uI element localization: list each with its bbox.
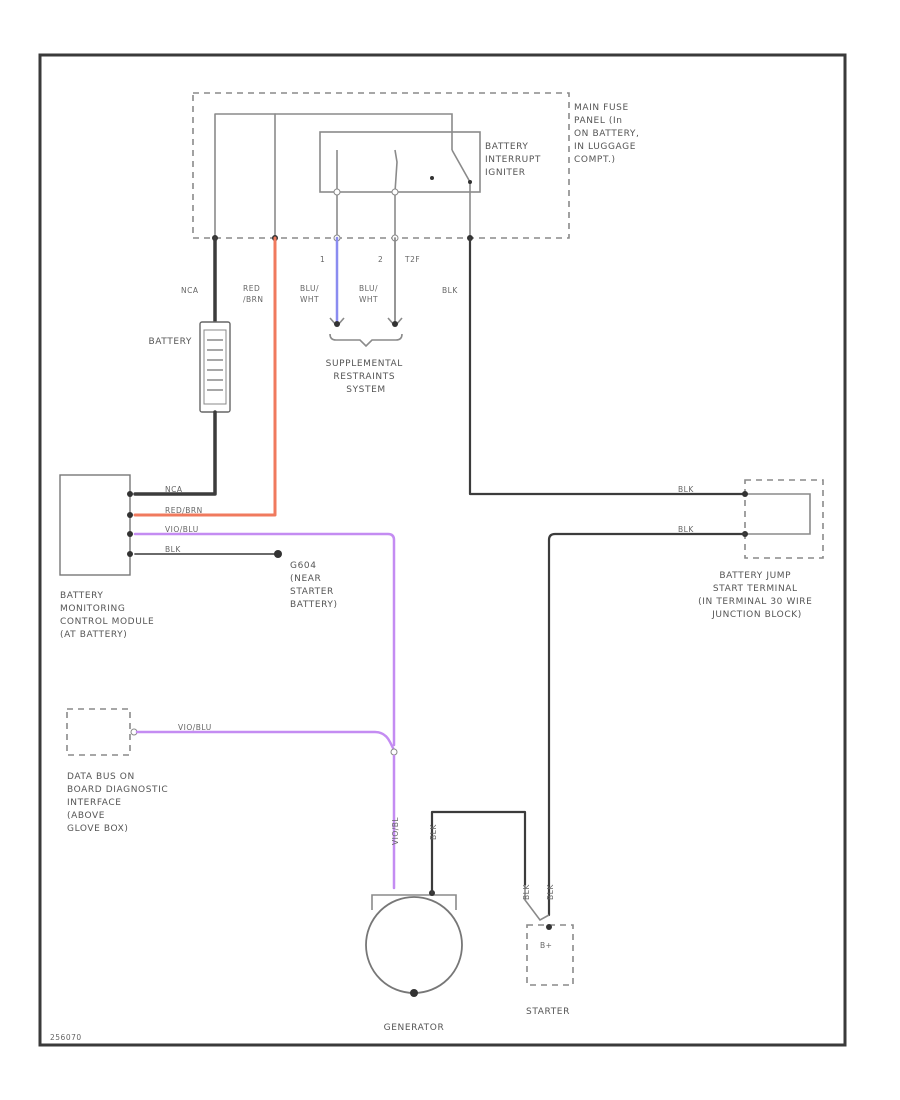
wire-blk-gen-starter (430, 810, 527, 895)
bmcm-redbrn-label: RED/BRN (165, 506, 203, 515)
footer-code: 256070 (50, 1033, 82, 1042)
wire-battery-to-bmcm (133, 410, 217, 496)
generator: GENERATOR (365, 890, 463, 1033)
wire-blu-wht-2-label: BLU/ WHT (359, 284, 381, 304)
bmcm-label: BATTERY MONITORING CONTROL MODULE (AT BA… (60, 591, 158, 640)
battery-monitoring-module: BATTERY MONITORING CONTROL MODULE (AT BA… (59, 474, 158, 640)
wire-blk-main (468, 236, 747, 496)
wire-nca-label: NCA (181, 286, 199, 295)
srs-label: SUPPLEMENTAL RESTRAINTS SYSTEM (326, 359, 407, 395)
data-bus-obd: DATA BUS ON BOARD DIAGNOSTIC INTERFACE (… (66, 708, 172, 834)
starter-blk-1-label: BLK (522, 884, 531, 900)
jump-blk-2-label: BLK (678, 525, 694, 534)
data-bus-label: DATA BUS ON BOARD DIAGNOSTIC INTERFACE (… (67, 772, 172, 834)
jump-start-label: BATTERY JUMP START TERMINAL (IN TERMINAL… (698, 571, 816, 620)
gen-vio-label: VIO/BL (391, 817, 400, 845)
databus-viobl-label: VIO/BLU (178, 723, 212, 732)
wire-blu-wht-1-label: BLU/ WHT (300, 284, 322, 304)
pin-2-label: 2 (378, 255, 383, 264)
generator-label: GENERATOR (384, 1023, 445, 1033)
battery-interrupt-igniter: BATTERY INTERRUPT IGNITER (275, 113, 544, 193)
battery-jump-start-terminal: BATTERY JUMP START TERMINAL (IN TERMINAL… (698, 479, 824, 620)
wire-vio-blu-bmcm (133, 532, 396, 747)
starter-blk-2-label: BLK (546, 884, 555, 900)
bmcm-nca-label: NCA (165, 485, 183, 494)
wire-blk-jump-starter (547, 532, 747, 917)
pin-t2f-label: T2F (404, 255, 420, 264)
wire-red-brn (133, 236, 277, 517)
pin-1-label: 1 (320, 255, 325, 264)
jump-blk-1-label: BLK (678, 485, 694, 494)
battery: BATTERY (148, 321, 231, 413)
bmcm-viobl-label: VIO/BLU (165, 525, 199, 534)
diagram-frame (38, 53, 847, 1047)
ground-g604-label: G604 (NEAR STARTER BATTERY) (290, 561, 338, 610)
starter-label: STARTER (526, 1007, 570, 1017)
bmcm-blk-label: BLK (165, 545, 181, 554)
wire-vio-blu-databus (135, 730, 396, 752)
starter: B+ STARTER (524, 885, 574, 1017)
main-fuse-panel-label: MAIN FUSE PANEL (In ON BATTERY, IN LUGGA… (574, 103, 643, 165)
main-fuse-panel: MAIN FUSE PANEL (In ON BATTERY, IN LUGGA… (192, 92, 643, 239)
wire-red-brn-label: RED /BRN (243, 284, 264, 304)
gen-blk-label: BLK (429, 824, 438, 840)
starter-bplus-label: B+ (540, 941, 552, 950)
battery-label: BATTERY (148, 337, 192, 347)
battery-interrupt-label: BATTERY INTERRUPT IGNITER (485, 142, 544, 178)
wire-blk-fuse-label: BLK (442, 286, 458, 295)
